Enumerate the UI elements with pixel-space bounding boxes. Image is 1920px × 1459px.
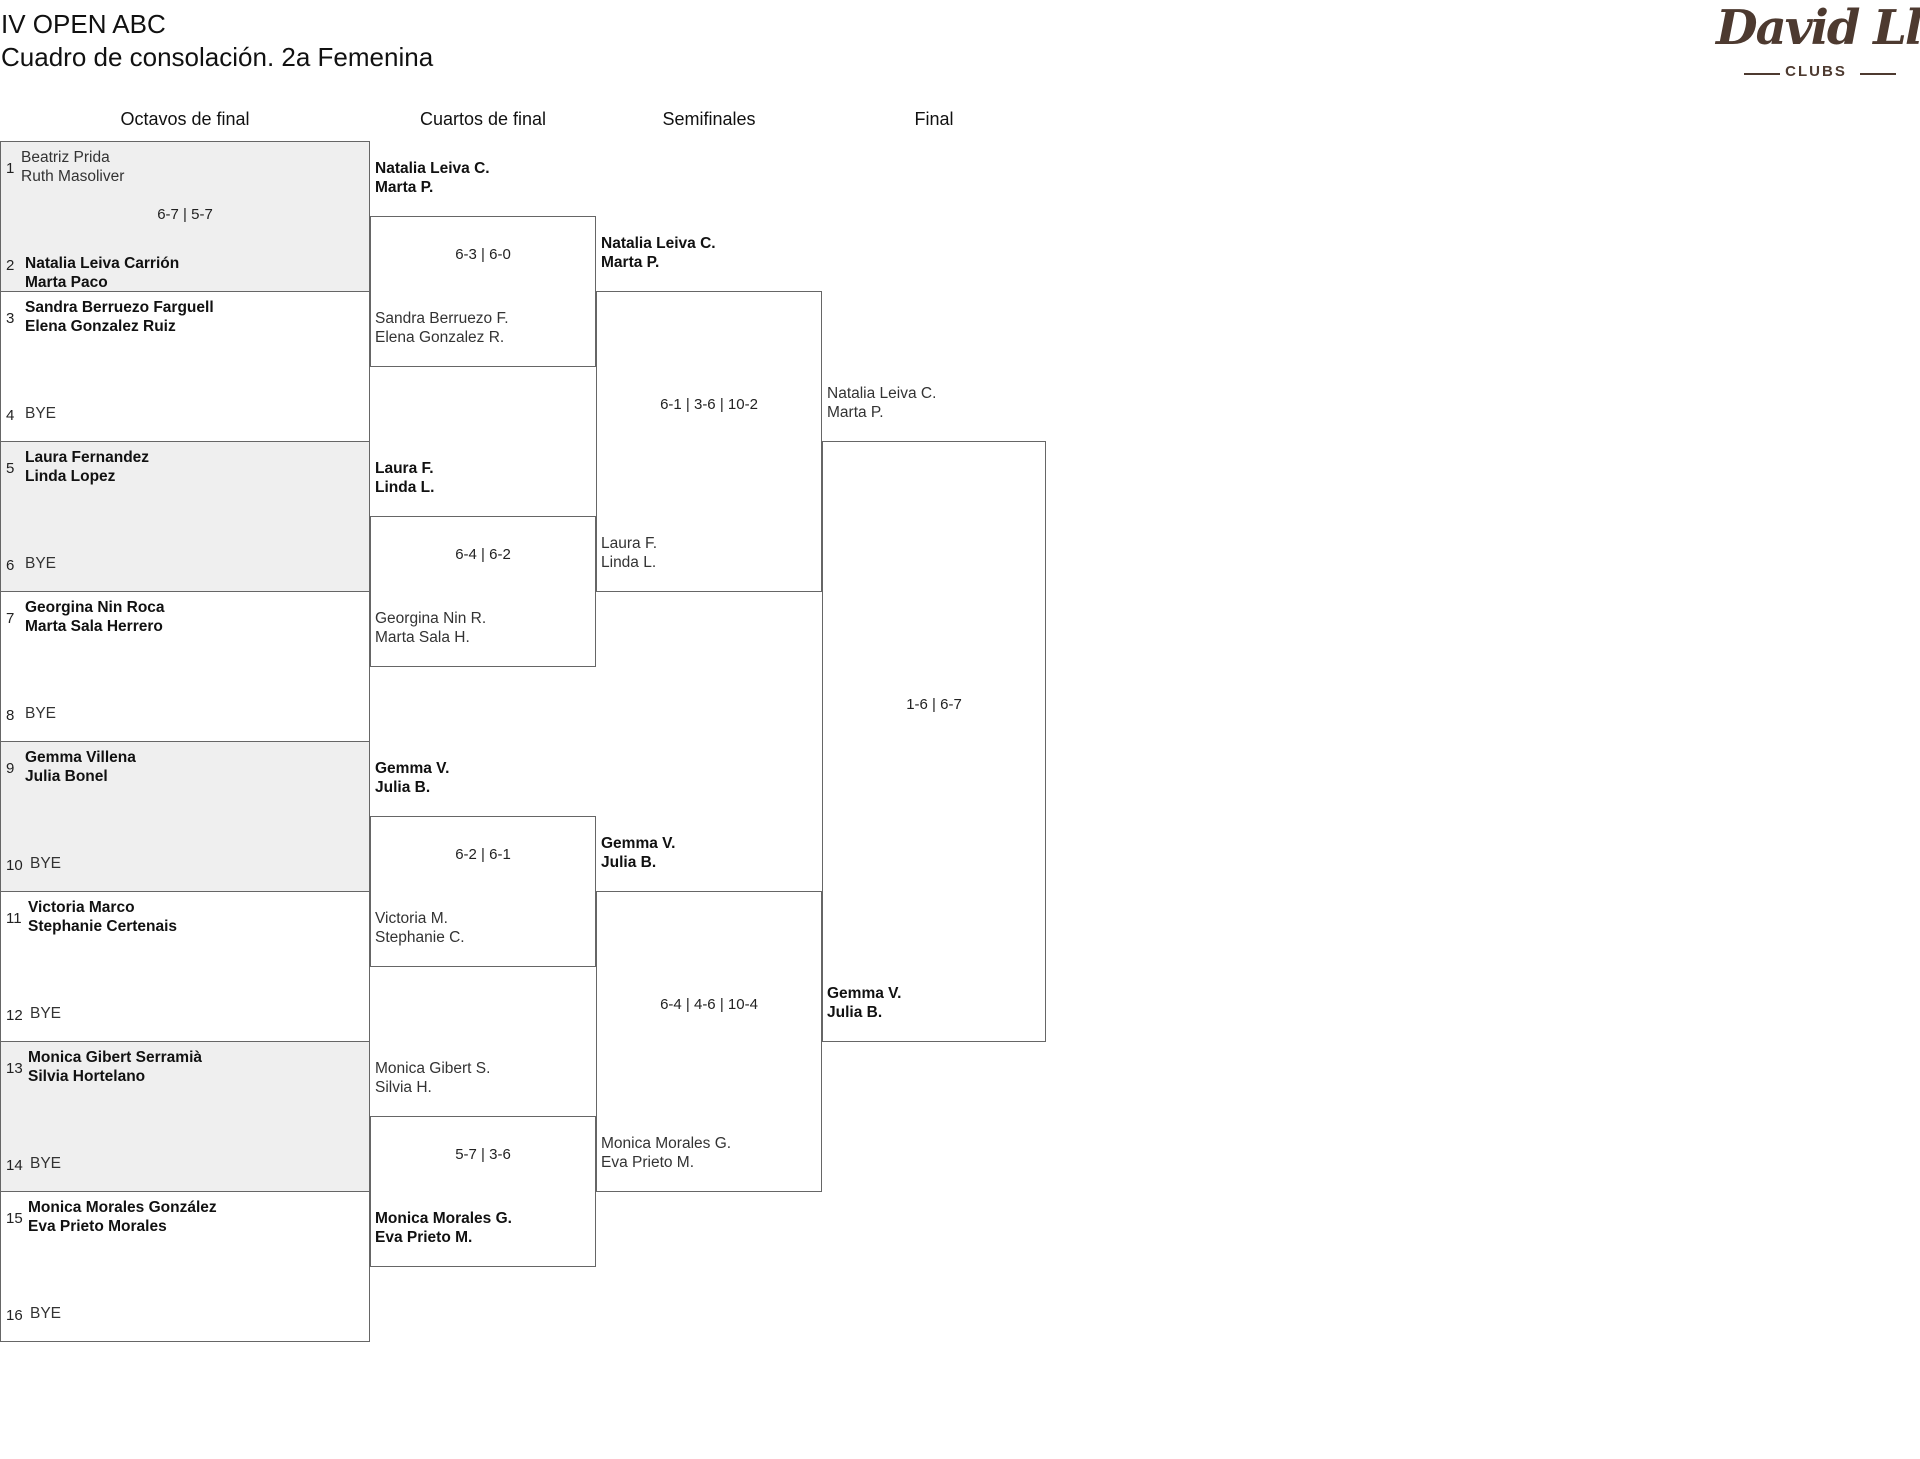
r16-seed: 15 [6,1210,23,1227]
r16-seed: 1 [6,160,15,177]
r16-team-player2: Silvia Hortelano [28,1068,146,1085]
r16-seed: 7 [6,610,15,627]
sf-match-box [596,291,822,592]
qf-score: 6-2 | 6-1 [455,846,511,863]
r16-team-player1: BYE [25,555,57,572]
sf-team-player2: Marta P. [601,254,660,271]
logo-wordmark: David Lloyd [1716,0,1920,56]
qf-team-player1: Monica Gibert S. [375,1060,491,1077]
qf-team-player2: Stephanie C. [375,929,465,946]
qf-score: 6-4 | 6-2 [455,546,511,563]
r16-seed: 9 [6,760,15,777]
sf-team-player1: Laura F. [601,535,658,552]
sf-score: 6-1 | 3-6 | 10-2 [660,396,758,413]
final-team-player1: Gemma V. [827,985,902,1002]
qf-team-player2: Linda L. [375,479,435,496]
r16-seed: 6 [6,557,15,574]
qf-team-player2: Julia B. [375,779,431,796]
r16-team-player1: Natalia Leiva Carrión [25,255,180,272]
sf-team-player2: Linda L. [601,554,657,571]
r16-team-player2: Linda Lopez [25,468,116,485]
qf-team-player1: Sandra Berruezo F. [375,310,509,327]
sf-team-player2: Julia B. [601,854,657,871]
r16-team-player1: BYE [30,1005,62,1022]
page-title: IV OPEN ABC [1,9,166,39]
qf-team-player1: Gemma V. [375,760,450,777]
final-team-player2: Marta P. [827,404,884,421]
page-subtitle: Cuadro de consolación. 2a Femenina [1,42,434,72]
round-header-semis: Semifinales [662,109,756,129]
sf-match-box [596,891,822,1192]
r16-seed: 5 [6,460,15,477]
r16-seed: 11 [6,910,22,927]
r16-match-box [0,441,370,592]
r16-team-player1: Monica Morales González [28,1199,217,1216]
r16-team-player1: BYE [25,405,57,422]
sf-team-player1: Monica Morales G. [601,1135,732,1152]
r16-team-player1: BYE [25,705,57,722]
qf-match-box [370,216,596,367]
r16-team-player1: Laura Fernandez [25,449,150,466]
sf-team-player2: Eva Prieto M. [601,1154,695,1171]
round-header-r16: Octavos de final [120,109,250,129]
logo-subtext: CLUBS [1785,63,1847,80]
r16-team-player2: Julia Bonel [25,768,108,785]
qf-team-player2: Marta Sala H. [375,629,470,646]
r16-seed: 12 [6,1007,23,1024]
qf-match-box [370,1116,596,1267]
qf-team-player2: Marta P. [375,179,434,196]
r16-seed: 10 [6,857,23,874]
qf-team-player1: Natalia Leiva C. [375,160,490,177]
sf-team-player1: Gemma V. [601,835,676,852]
club-logo: David Lloyd CLUBS [1712,0,1920,90]
qf-team-player1: Laura F. [375,460,434,477]
r16-team-player1: BYE [30,1305,62,1322]
r16-seed: 16 [6,1307,23,1324]
sf-score: 6-4 | 4-6 | 10-4 [660,996,758,1013]
qf-match-box [370,816,596,967]
r16-team-player1: Victoria Marco [28,899,135,916]
r16-match-box [0,1191,370,1342]
qf-score: 6-3 | 6-0 [455,246,511,263]
r16-team-player1: Beatriz Prida [21,149,110,166]
r16-team-player1: BYE [30,1155,62,1172]
r16-team-player2: Stephanie Certenais [28,918,178,935]
final-team-player2: Julia B. [827,1004,883,1021]
qf-score: 5-7 | 3-6 [455,1146,511,1163]
final-team-player1: Natalia Leiva C. [827,385,937,402]
r16-team-player1: Sandra Berruezo Farguell [25,299,214,316]
r16-team-player2: Marta Paco [25,274,108,291]
round-header-final: Final [914,109,954,129]
r16-team-player2: Eva Prieto Morales [28,1218,167,1235]
final-match-box [822,441,1046,1042]
r16-seed: 3 [6,310,15,327]
r16-team-player1: BYE [30,855,62,872]
r16-seed: 8 [6,707,15,724]
qf-match-box [370,516,596,667]
r16-match-box [0,741,370,892]
qf-team-player2: Elena Gonzalez R. [375,329,505,346]
r16-seed: 2 [6,257,15,274]
qf-team-player1: Victoria M. [375,910,448,927]
qf-team-player1: Georgina Nin R. [375,610,487,627]
qf-team-player2: Silvia H. [375,1079,432,1096]
r16-seed: 13 [6,1060,23,1077]
round-header-quarters: Cuartos de final [419,109,547,129]
logo-rule-right [1860,73,1896,75]
r16-team-player2: Ruth Masoliver [21,168,125,185]
r16-seed: 4 [6,407,15,424]
r16-team-player1: Georgina Nin Roca [25,599,165,616]
r16-score: 6-7 | 5-7 [157,206,213,223]
qf-team-player1: Monica Morales G. [375,1210,512,1227]
final-score: 1-6 | 6-7 [906,696,962,713]
r16-team-player1: Gemma Villena [25,749,136,766]
r16-team-player2: Marta Sala Herrero [25,618,163,635]
logo-rule-left [1744,73,1780,75]
r16-team-player1: Monica Gibert Serramià [28,1049,203,1066]
qf-team-player2: Eva Prieto M. [375,1229,473,1246]
r16-seed: 14 [6,1157,23,1174]
sf-team-player1: Natalia Leiva C. [601,235,716,252]
r16-team-player2: Elena Gonzalez Ruiz [25,318,176,335]
